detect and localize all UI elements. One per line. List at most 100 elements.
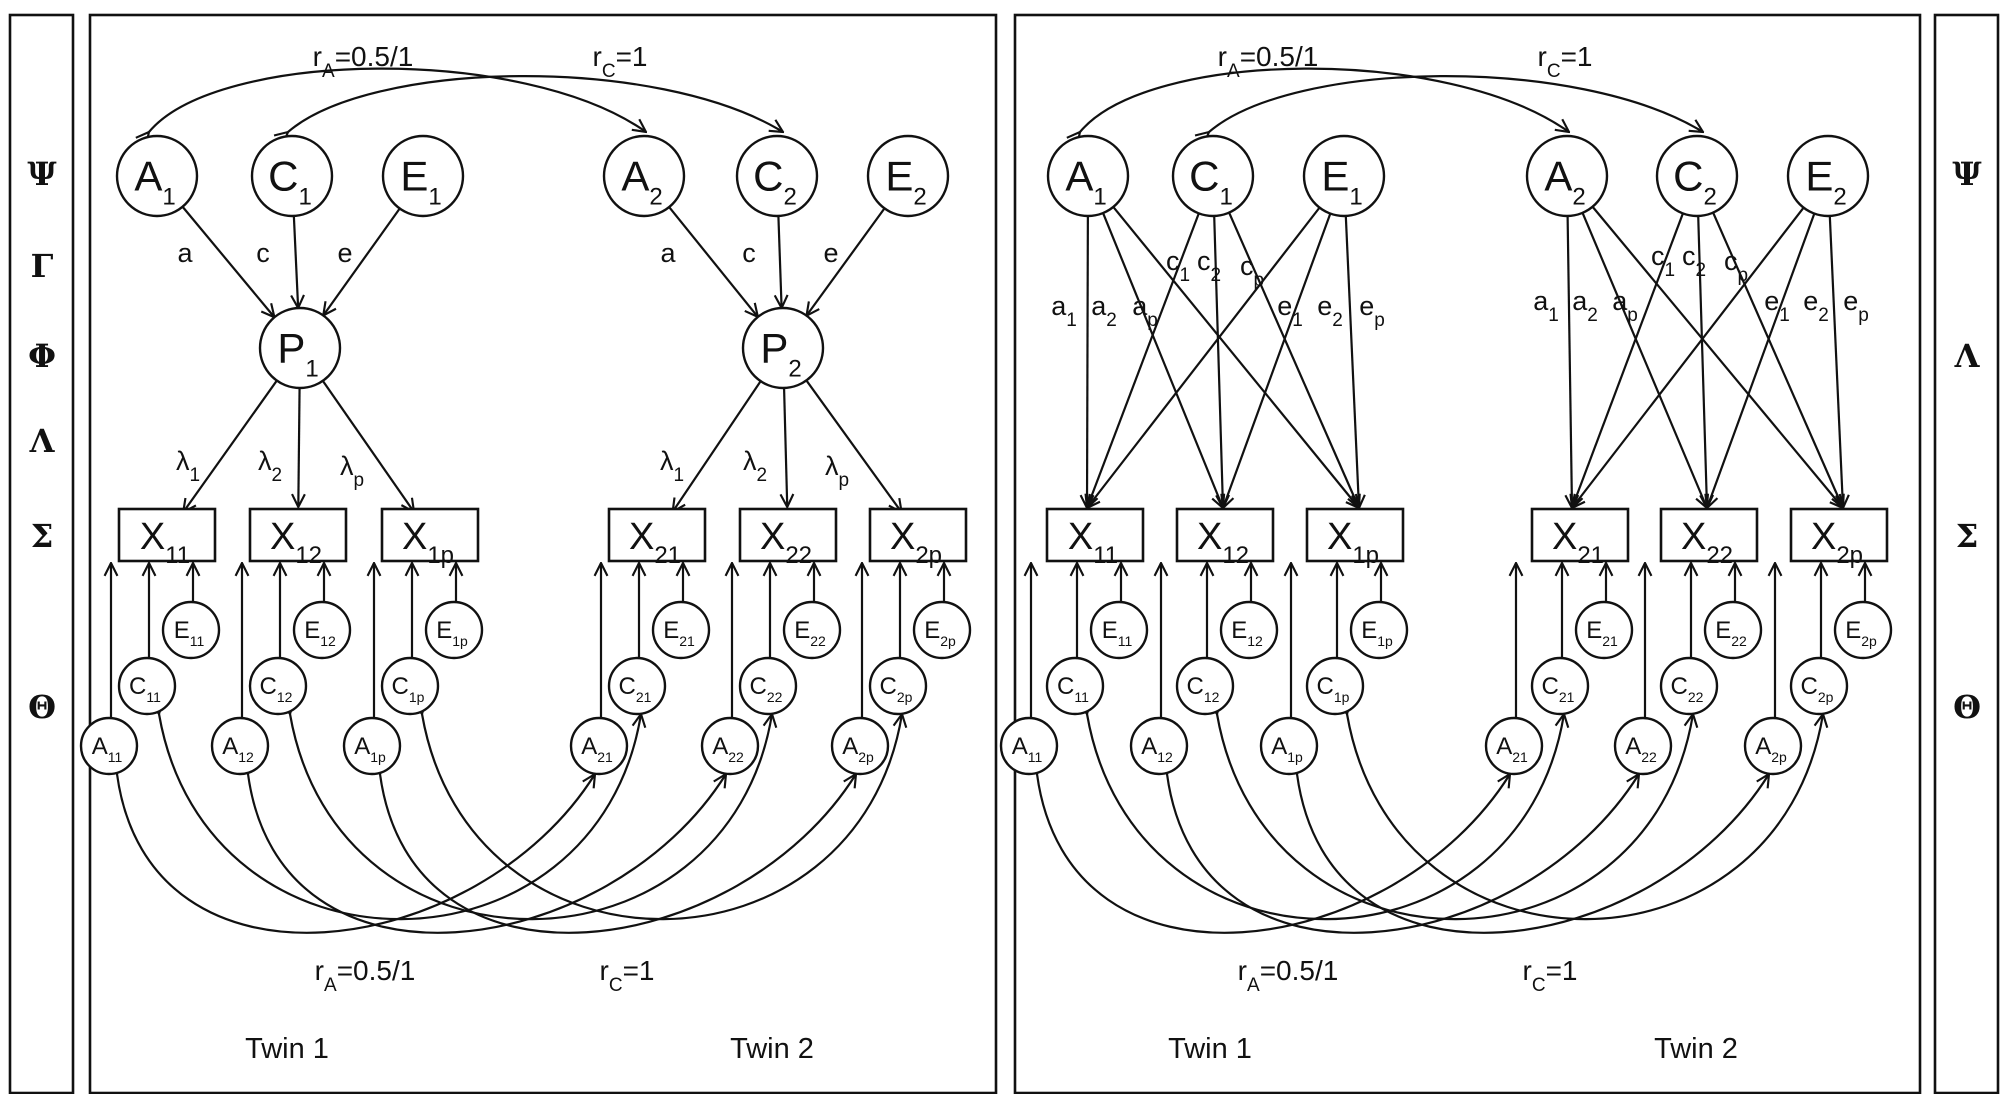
path-coefficient-label: λ2 [258, 446, 282, 486]
rA-top-label: rA=0.5/1 [313, 41, 414, 82]
indicator-x12-box [248, 507, 348, 563]
rA-top-label-rest: =0.5/1 [335, 41, 414, 72]
indicator-x2p-label-sub: 2p [915, 542, 942, 569]
matrix-symbol: Σ [31, 517, 54, 555]
latent-node-e2-label-sub: 2 [913, 183, 926, 210]
residual-e-node-circle [1089, 600, 1149, 660]
rA-top-label-main: r [313, 41, 322, 72]
phenotype-node-p2-label-main: P [760, 324, 788, 371]
indicator-x1p-box [1305, 507, 1405, 563]
rC-bottom-label-rest: =1 [623, 955, 655, 986]
latent-node-a2-label-sub: 2 [649, 183, 662, 210]
indicator-x12-label-main: X [270, 516, 295, 558]
latent-node-a1-label-main: A [134, 152, 162, 199]
residual-a-node-circle [79, 716, 139, 776]
path-coefficient-label-sub: p [1147, 310, 1158, 331]
residual-a-node-label-main: A [1496, 733, 1512, 760]
residual-c-node-label: C2p [880, 673, 913, 705]
phenotype-to-indicator-path [784, 387, 787, 507]
residual-a-node-label: A11 [92, 733, 123, 765]
residual-c-node-label-sub: 21 [636, 689, 652, 705]
residual-e-node-label: E11 [174, 617, 205, 649]
path-coefficient-label-sub: p [1627, 305, 1638, 326]
latent-to-indicator-path [1568, 215, 1572, 508]
latent-to-phenotype-path [668, 206, 758, 317]
path-coefficient-label: c1 [1651, 241, 1675, 281]
residual-c-node-label-sub: 22 [1688, 689, 1704, 705]
residual-e-node-label: E12 [304, 617, 336, 649]
latent-node-e1-label: E1 [400, 152, 441, 210]
latent-node-a1-label: A1 [1065, 152, 1106, 210]
indicator-x11-label-sub: 11 [165, 542, 190, 569]
path-coefficient-label-sub: 1 [1066, 310, 1077, 331]
latent-node-e1-label-sub: 1 [428, 183, 441, 210]
residual-c-node-label-sub: 1p [409, 689, 425, 705]
path-coefficient-label: e1 [1277, 291, 1303, 331]
path-coefficient-label-sub: p [353, 470, 364, 491]
residual-a-node-label-main: A [1012, 733, 1028, 760]
latent-node-c1-label: C1 [268, 152, 312, 210]
rC-top-label-sub: C [602, 61, 616, 82]
path-coefficient-label-main: c [256, 238, 270, 268]
residual-c-node-label-main: C [1057, 673, 1074, 700]
path-coefficient-label-sub: p [1253, 270, 1264, 291]
path-coefficient-label: a [177, 238, 193, 268]
indicator-x2p-box [868, 507, 968, 563]
latent-node-a1-label-main: A [1065, 152, 1093, 199]
indicator-x11-label-sub: 11 [1093, 542, 1118, 569]
latent-node-a2-label-sub: 2 [1572, 183, 1585, 210]
rC-top-label-main: r [593, 41, 602, 72]
path-coefficient-label: a1 [1533, 286, 1559, 326]
latent-node-a1-circle [115, 134, 199, 218]
twin-label: Twin 1 [245, 1033, 329, 1065]
path-coefficient-label-sub: p [1737, 265, 1748, 286]
path-coefficient-label-sub: p [838, 470, 849, 491]
indicator-x1p-label: X1p [1327, 516, 1379, 569]
residual-a-node-label-sub: 22 [728, 749, 744, 765]
rC-bottom-label-sub: C [609, 975, 623, 996]
indicator-x22-label-sub: 22 [1706, 542, 1733, 569]
right-panel-frame [1013, 13, 1922, 1094]
indicator-x12-label: X12 [270, 516, 322, 569]
indicator-x21-label-main: X [629, 516, 654, 558]
indicator-x1p-label-main: X [1327, 516, 1352, 558]
residual-c-node-label-sub: 22 [767, 689, 783, 705]
path-coefficient-label-main: c [1166, 246, 1180, 276]
latent-node-c2-label-main: C [1673, 152, 1703, 199]
residual-c-node-circle [1789, 656, 1849, 716]
residual-c-node-label-main: C [880, 673, 897, 700]
residual-a-node-label-main: A [1625, 733, 1641, 760]
residual-c-node-label: C21 [619, 673, 652, 705]
rA-top-label-sub: A [322, 61, 335, 82]
path-coefficient-label: c2 [1682, 241, 1706, 281]
indicator-x12-label-main: X [1197, 516, 1222, 558]
latent-node-c1-label-main: C [1189, 152, 1219, 199]
matrix-symbol: Λ [29, 422, 56, 460]
path-coefficient-label-main: c [1197, 246, 1211, 276]
latent-node-c2-label-sub: 2 [1703, 183, 1716, 210]
residual-a-node-label-sub: 1p [370, 749, 386, 765]
matrix-symbol: Φ [28, 337, 56, 375]
latent-to-phenotype-path [181, 206, 275, 317]
indicator-x11-label-main: X [140, 516, 165, 558]
residual-e-node-circle [1219, 600, 1279, 660]
residual-a-node-label-sub: 21 [597, 749, 613, 765]
path-coefficient-label: λ1 [660, 446, 684, 486]
phenotype-node-p2-label: P2 [760, 324, 801, 382]
residual-a-node-label: A22 [1625, 733, 1657, 765]
rC-top-label: rC=1 [593, 41, 648, 82]
latent-to-phenotype-path [323, 207, 401, 316]
rA-bottom-label: rA=0.5/1 [1238, 955, 1339, 996]
path-coefficient-label-sub: 1 [1292, 310, 1303, 331]
residual-e-node-label-sub: 1p [1377, 633, 1393, 649]
path-coefficient-label-sub: 2 [756, 465, 767, 486]
residual-c-node-label: C12 [260, 673, 293, 705]
residual-e-node-label-main: E [1102, 617, 1118, 644]
residual-a-node-label: A22 [712, 733, 744, 765]
indicator-x11-label-main: X [1068, 516, 1093, 558]
latent-node-a2-label-main: A [621, 152, 649, 199]
path-coefficient-label-main: a [1051, 291, 1067, 321]
path-coefficient-label: e2 [1803, 286, 1829, 326]
indicator-x21-label: X21 [629, 516, 681, 569]
path-coefficient-label-main: a [1612, 286, 1628, 316]
